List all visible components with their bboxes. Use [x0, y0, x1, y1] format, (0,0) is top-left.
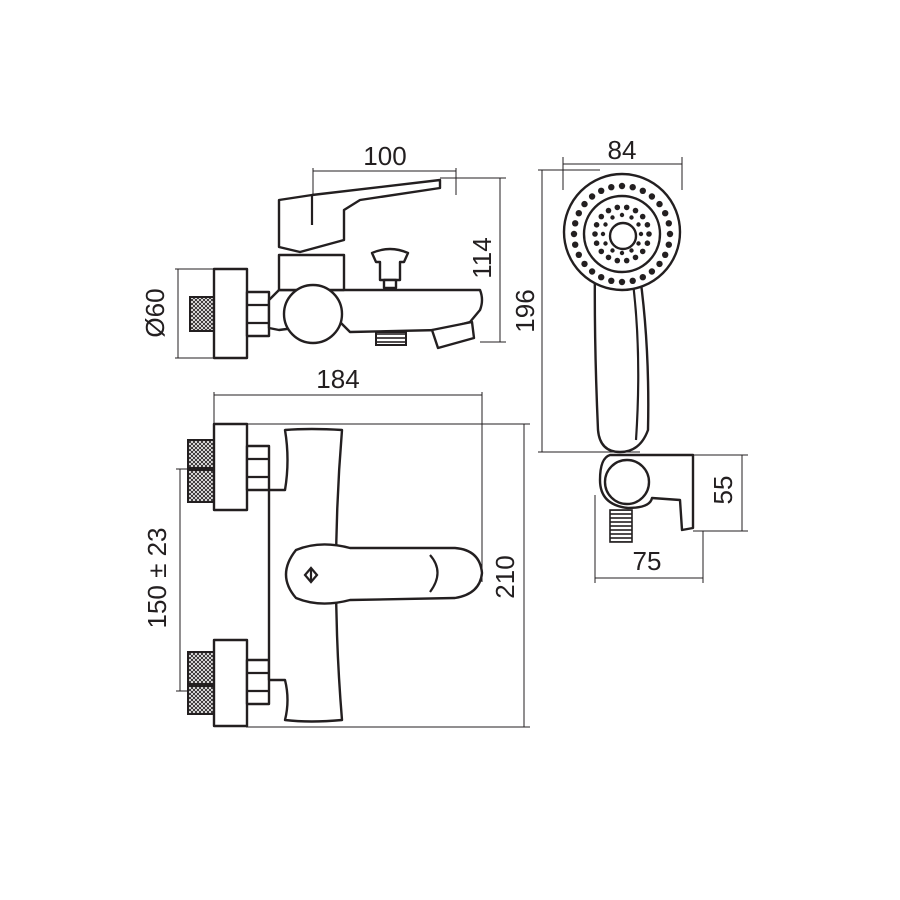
nozzle-dot — [666, 230, 674, 238]
nozzle-dot — [623, 204, 630, 211]
nozzle-dot — [639, 274, 646, 281]
nozzle-dot — [648, 193, 656, 200]
nozzle-dot — [598, 187, 605, 194]
upper-nut — [245, 444, 271, 492]
spout — [430, 320, 476, 350]
lower-flange — [212, 638, 249, 728]
lower-inlet-thread-back — [187, 651, 215, 685]
nozzle-dot — [605, 207, 612, 214]
nozzle-dot — [638, 231, 644, 237]
dim-holder-height: 55 — [708, 476, 738, 505]
nozzle-dot — [603, 241, 608, 246]
nozzle-dot — [592, 231, 598, 237]
nozzle-dot — [665, 220, 672, 227]
aerator — [375, 331, 407, 346]
nozzle-dot — [605, 254, 612, 261]
nozzle-dot — [623, 257, 630, 264]
nozzle-dot — [656, 200, 663, 208]
hand-shower-view — [538, 157, 748, 583]
nozzle-dot — [629, 277, 636, 284]
hose — [609, 509, 633, 543]
brand-logo-mark — [303, 566, 319, 584]
nozzle-dot — [644, 240, 651, 246]
nozzle-dot — [600, 231, 606, 237]
nozzle-dot — [588, 193, 596, 200]
nozzle-dot — [608, 277, 615, 284]
nozzle-dot — [662, 210, 669, 217]
upper-inlet-thread-back — [187, 439, 215, 469]
upper-flange — [212, 422, 249, 512]
nozzle-dot — [572, 220, 579, 227]
nozzle-dot — [598, 213, 605, 220]
nozzle-dot — [629, 184, 636, 191]
shower-head-center — [608, 221, 638, 251]
nozzle-dot — [608, 184, 615, 191]
lower-inlet-thread-front — [187, 685, 215, 715]
cartridge-housing — [277, 253, 346, 292]
nozzle-dot — [629, 215, 634, 220]
nozzle-dot — [570, 230, 578, 238]
nozzle-dot — [644, 222, 651, 228]
nozzle-dot — [598, 274, 605, 281]
nozzle-dot — [618, 182, 626, 190]
side-view — [175, 168, 506, 360]
hex-nut — [245, 290, 271, 338]
nozzle-dot — [618, 278, 626, 286]
nozzle-dot — [648, 268, 656, 275]
nozzle-dot — [629, 248, 634, 253]
dim-handshower-length: 196 — [510, 289, 540, 332]
front-view — [176, 392, 530, 728]
upper-inlet-thread-front — [187, 469, 215, 503]
nozzle-dot — [614, 204, 621, 211]
nozzle-dot — [636, 241, 641, 246]
nozzle-dot — [662, 251, 669, 258]
nozzle-dot — [614, 257, 621, 264]
dim-side-width: 100 — [363, 141, 406, 171]
nozzle-dot — [593, 222, 600, 228]
nozzle-dot — [656, 260, 663, 268]
mixer-knob — [282, 283, 344, 345]
nozzle-dot — [610, 215, 615, 220]
nozzle-dot — [581, 200, 588, 208]
nozzle-dot — [603, 222, 608, 227]
diverter-button — [370, 247, 410, 282]
dim-side-height: 114 — [467, 237, 497, 278]
nozzle-dot — [619, 250, 625, 256]
nozzle-dot — [632, 254, 639, 261]
dim-inlet-spacing: 150 ± 23 — [142, 527, 172, 628]
dim-holder-depth: 75 — [633, 546, 662, 576]
nozzle-dot — [593, 240, 600, 246]
nozzle-dot — [572, 241, 579, 248]
nozzle-dot — [639, 213, 646, 220]
connector-thread — [189, 296, 215, 332]
nozzle-dot — [639, 248, 646, 255]
nozzle-dot — [598, 248, 605, 255]
dim-front-width: 184 — [316, 364, 359, 394]
nozzle-dot — [632, 207, 639, 214]
shower-nozzles — [570, 182, 674, 286]
nozzle-dot — [610, 248, 615, 253]
nozzle-dot — [636, 222, 641, 227]
nozzle-dot — [588, 268, 596, 275]
nozzle-dot — [575, 210, 582, 217]
holder-ring — [603, 458, 651, 506]
nozzle-dot — [619, 212, 625, 218]
nozzle-dot — [639, 187, 646, 194]
nozzle-dot — [575, 251, 582, 258]
wall-flange — [212, 267, 249, 360]
dim-handshower-width: 84 — [608, 135, 637, 165]
dim-connector-diameter: Ø60 — [140, 288, 170, 337]
nozzle-dot — [581, 260, 588, 268]
dim-front-height: 210 — [490, 555, 520, 598]
lower-nut — [245, 658, 271, 706]
nozzle-dot — [646, 231, 652, 237]
lever — [277, 178, 442, 254]
nozzle-dot — [665, 241, 672, 248]
